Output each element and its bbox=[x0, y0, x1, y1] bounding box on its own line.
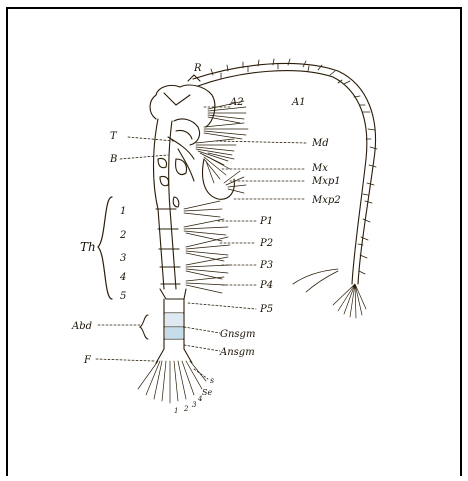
label-se: Se bbox=[202, 388, 212, 397]
label-tip4: 4 bbox=[197, 395, 202, 403]
label-abd: Abd bbox=[71, 321, 92, 332]
antennule-a1 bbox=[193, 59, 377, 318]
label-p4: P4 bbox=[259, 280, 273, 291]
label-ansgm: Ansgm bbox=[219, 347, 255, 358]
label-p2: P2 bbox=[259, 238, 273, 249]
label-b: B bbox=[109, 154, 117, 165]
label-tip3: 3 bbox=[192, 401, 197, 409]
label-s: s bbox=[210, 376, 214, 385]
label-seg2: 2 bbox=[119, 230, 126, 241]
label-a2: A2 bbox=[229, 97, 244, 108]
label-t: T bbox=[110, 131, 118, 142]
label-mxp2: Mxp2 bbox=[311, 195, 341, 206]
label-mxp1: Mxp1 bbox=[311, 176, 341, 187]
label-mx: Mx bbox=[311, 163, 328, 174]
label-tip1: 1 bbox=[174, 407, 178, 415]
label-p3: P3 bbox=[259, 260, 273, 271]
label-seg5: 5 bbox=[120, 291, 126, 302]
label-seg3: 3 bbox=[120, 253, 126, 264]
label-gnsgm: Gnsgm bbox=[220, 329, 255, 340]
label-th: Th bbox=[80, 240, 96, 254]
label-p1: P1 bbox=[259, 216, 273, 227]
label-md: Md bbox=[311, 138, 329, 149]
setae-fans bbox=[184, 101, 248, 293]
label-tip2: 2 bbox=[183, 405, 189, 413]
label-r: R bbox=[193, 63, 202, 74]
label-seg4: 4 bbox=[119, 272, 126, 283]
label-p5: P5 bbox=[259, 304, 273, 315]
label-a1: A1 bbox=[291, 97, 306, 108]
copepod-anatomy-diagram: R A2 A1 T Md B Mx Mxp1 Mxp2 P1 P2 P3 P4 … bbox=[8, 9, 464, 478]
label-seg1: 1 bbox=[120, 206, 126, 217]
figure-frame: R A2 A1 T Md B Mx Mxp1 Mxp2 P1 P2 P3 P4 … bbox=[6, 7, 462, 476]
label-f: F bbox=[83, 355, 92, 366]
